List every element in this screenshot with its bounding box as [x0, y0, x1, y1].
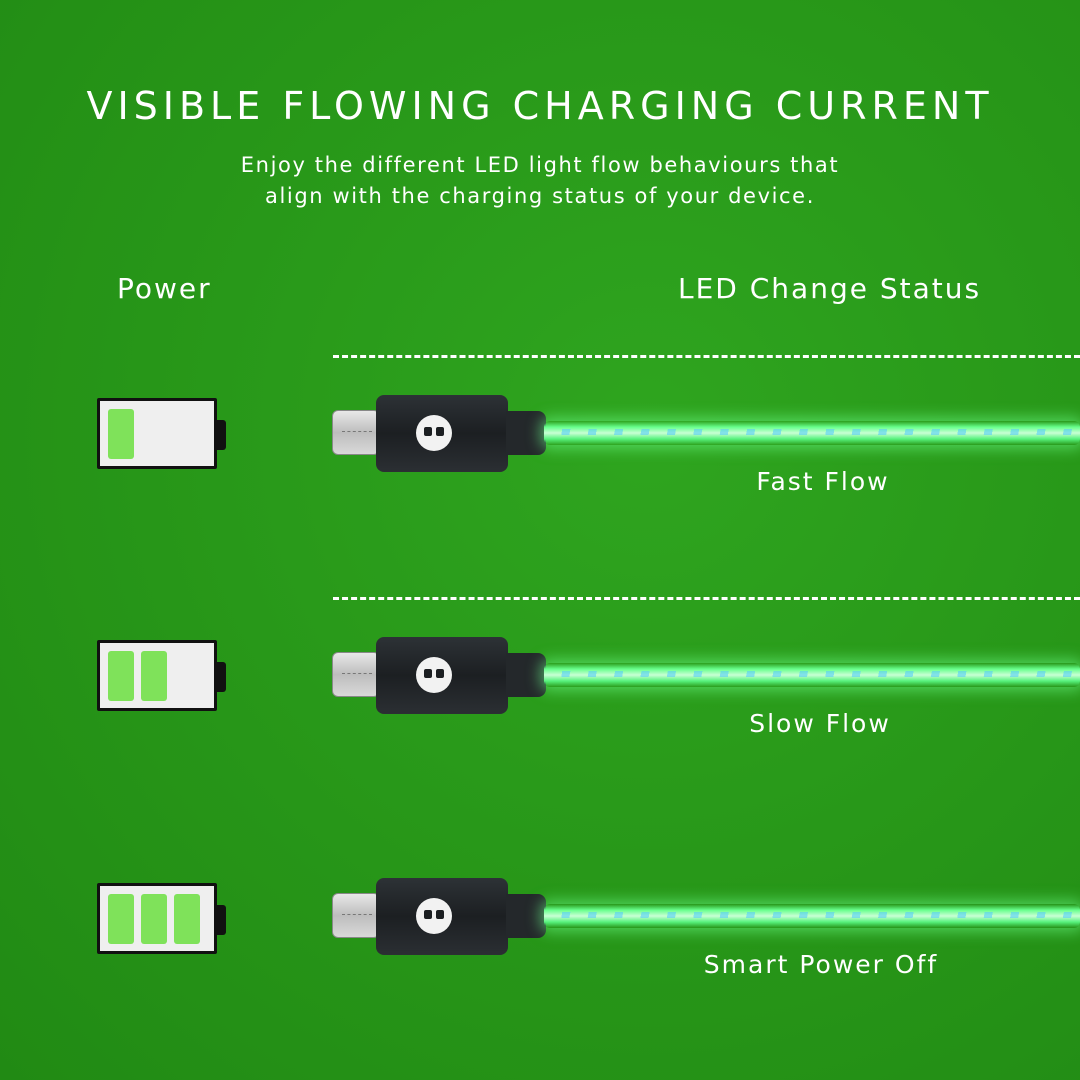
battery-icon — [97, 398, 226, 469]
status-label-slow-flow: Slow Flow — [749, 709, 891, 738]
battery-icon — [97, 883, 226, 954]
cable-image — [330, 878, 1080, 978]
usb-c-plug-icon — [332, 893, 380, 938]
battery-terminal — [217, 420, 226, 450]
strain-relief — [506, 653, 546, 697]
led-cable-glow — [544, 663, 1080, 687]
battery-cell — [108, 651, 134, 701]
led-cable-glow — [544, 904, 1080, 928]
usb-c-plug-icon — [332, 652, 380, 697]
battery-cell — [174, 894, 200, 944]
usb-c-plug-icon — [332, 410, 380, 455]
divider-top — [333, 355, 1080, 358]
brand-logo-icon — [416, 657, 452, 693]
plug-housing — [376, 878, 508, 955]
subtitle-line-2: align with the charging status of your d… — [265, 184, 815, 208]
status-label-fast-flow: Fast Flow — [756, 467, 890, 496]
status-label-smart-power-off: Smart Power Off — [703, 950, 939, 979]
status-row-fast-flow: Fast Flow — [0, 395, 1080, 496]
brand-logo-icon — [416, 415, 452, 451]
strain-relief — [506, 894, 546, 938]
battery-terminal — [217, 905, 226, 935]
plug-housing — [376, 395, 508, 472]
page-subtitle: Enjoy the different LED light flow behav… — [0, 150, 1080, 212]
led-status-column-header: LED Change Status — [678, 272, 982, 305]
battery-icon — [97, 640, 226, 711]
led-cable-glow — [544, 421, 1080, 445]
battery-cell — [141, 651, 167, 701]
page-title: VISIBLE FLOWING CHARGING CURRENT — [86, 84, 994, 128]
battery-cell — [108, 409, 134, 459]
cable-image — [330, 395, 1080, 495]
battery-cell — [141, 894, 167, 944]
battery-terminal — [217, 662, 226, 692]
subtitle-line-1: Enjoy the different LED light flow behav… — [240, 153, 840, 177]
power-column-header: Power — [117, 272, 212, 305]
divider-middle — [333, 597, 1080, 600]
status-row-smart-power-off: Smart Power Off — [0, 878, 1080, 979]
battery-cell — [108, 894, 134, 944]
brand-logo-icon — [416, 898, 452, 934]
plug-housing — [376, 637, 508, 714]
cable-image — [330, 637, 1080, 737]
status-row-slow-flow: Slow Flow — [0, 637, 1080, 738]
strain-relief — [506, 411, 546, 455]
